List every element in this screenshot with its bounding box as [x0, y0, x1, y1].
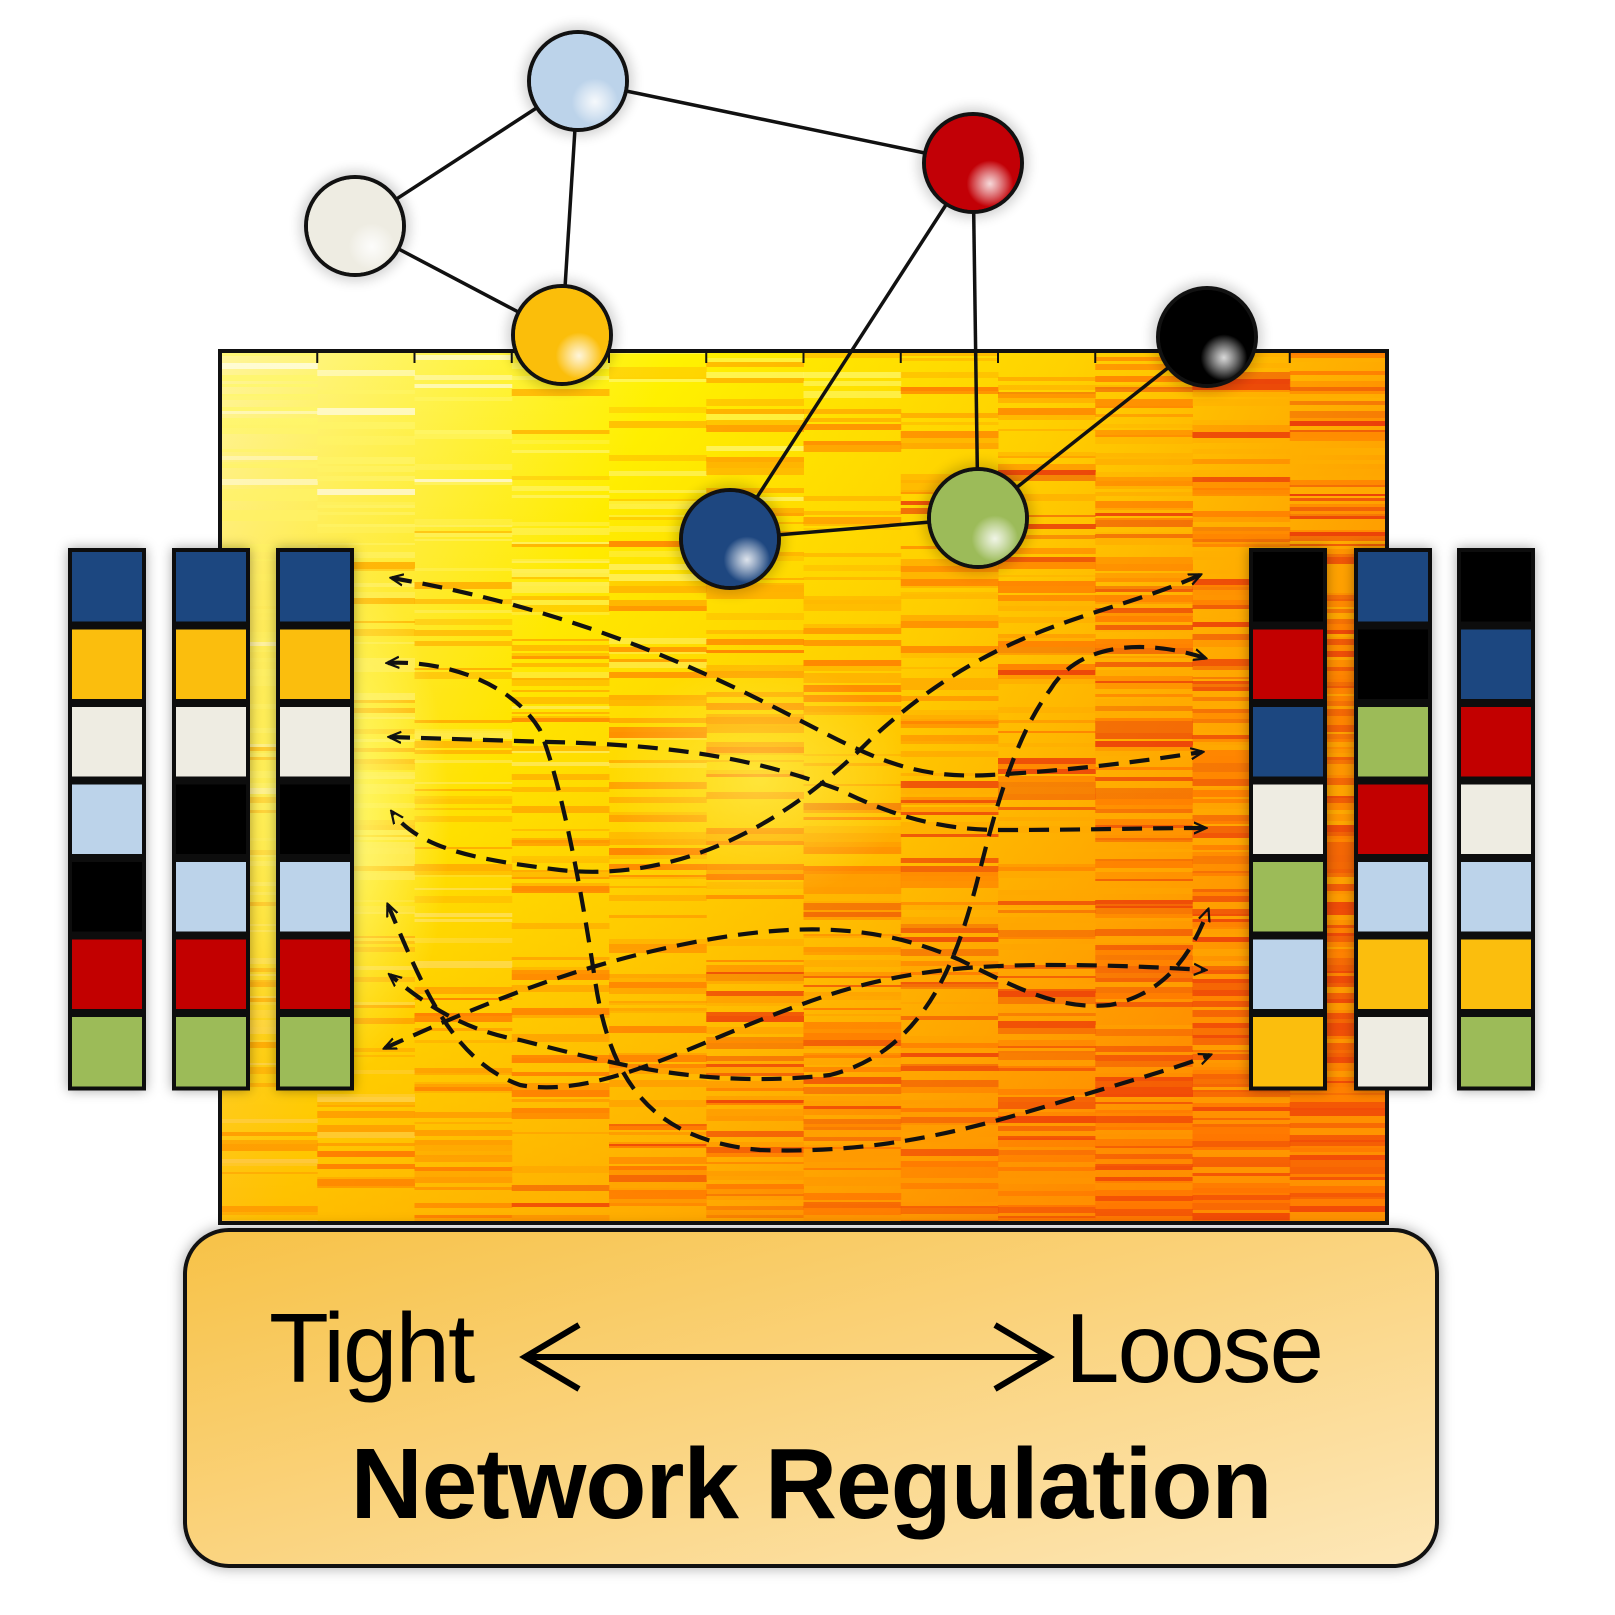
color-cell-dark-blue [1358, 552, 1428, 622]
network-node-light-blue [523, 26, 633, 136]
heatmap [210, 349, 1389, 1225]
network-node-orange-yellow [507, 280, 617, 390]
color-cell-light-blue [1461, 862, 1531, 932]
color-cell-black [1253, 552, 1323, 622]
color-cell-red [72, 939, 142, 1009]
color-cell-cream [1253, 784, 1323, 854]
color-cell-dark-blue [280, 552, 350, 622]
dashed-arrow [386, 905, 1205, 1090]
color-cell-red [280, 939, 350, 1009]
figure-title: Network Regulation [350, 1428, 1273, 1540]
color-cell-orange-yellow [1253, 1017, 1323, 1087]
color-cell-light-blue [176, 862, 246, 932]
color-column [276, 548, 354, 1091]
color-cell-light-blue [1253, 939, 1323, 1009]
left-color-columns [68, 548, 354, 1091]
color-column [68, 548, 146, 1091]
color-cell-cream [176, 707, 246, 777]
color-cell-green [1461, 1017, 1531, 1087]
color-cell-orange-yellow [280, 629, 350, 699]
color-cell-green [1358, 707, 1428, 777]
network-node-cream [300, 171, 410, 281]
loose-label: Loose [1065, 1293, 1324, 1403]
color-column [1457, 548, 1535, 1091]
color-cell-orange-yellow [72, 629, 142, 699]
color-cell-green [280, 1017, 350, 1087]
color-cell-green [72, 1017, 142, 1087]
color-cell-cream [1358, 1017, 1428, 1087]
color-column [1249, 548, 1327, 1091]
color-cell-black [1358, 629, 1428, 699]
color-cell-orange-yellow [1461, 939, 1531, 1009]
regulation-label-box: Tight Loose Network Regulation [183, 1228, 1439, 1568]
heatmap-ticks [219, 351, 1388, 363]
color-cell-light-blue [1358, 862, 1428, 932]
color-column [1354, 548, 1432, 1091]
color-cell-cream [1461, 784, 1531, 854]
network-node-green [923, 463, 1033, 573]
double-arrow-icon [519, 1322, 1055, 1392]
network-nodes [300, 26, 1262, 594]
regulation-scale: Tight Loose [187, 1292, 1435, 1403]
network-node-black [1152, 282, 1262, 392]
color-cell-black [72, 862, 142, 932]
color-cell-red [176, 939, 246, 1009]
color-cell-dark-blue [176, 552, 246, 622]
dashed-arrow [392, 578, 1202, 778]
color-cell-black [1461, 552, 1531, 622]
color-cell-black [280, 784, 350, 854]
tight-label: Tight [269, 1293, 475, 1403]
color-cell-cream [280, 707, 350, 777]
right-color-columns [1249, 548, 1535, 1091]
network-node-dark-blue [675, 484, 785, 594]
color-column [172, 548, 250, 1091]
color-cell-cream [72, 707, 142, 777]
network-edge [577, 79, 974, 165]
color-cell-dark-blue [1461, 629, 1531, 699]
network-edge [971, 162, 980, 519]
color-cell-dark-blue [1253, 707, 1323, 777]
network-node-red [918, 108, 1028, 218]
color-cell-orange-yellow [176, 629, 246, 699]
color-cell-light-blue [280, 862, 350, 932]
color-cell-green [1253, 862, 1323, 932]
color-cell-dark-blue [72, 552, 142, 622]
network-edge [728, 162, 975, 540]
color-cell-red [1358, 784, 1428, 854]
color-cell-black [176, 784, 246, 854]
color-cell-orange-yellow [1358, 939, 1428, 1009]
color-cell-red [1461, 707, 1531, 777]
color-cell-green [176, 1017, 246, 1087]
dashed-arrows [385, 573, 1210, 1153]
network [300, 26, 1262, 594]
color-cell-light-blue [72, 784, 142, 854]
color-cell-red [1253, 629, 1323, 699]
